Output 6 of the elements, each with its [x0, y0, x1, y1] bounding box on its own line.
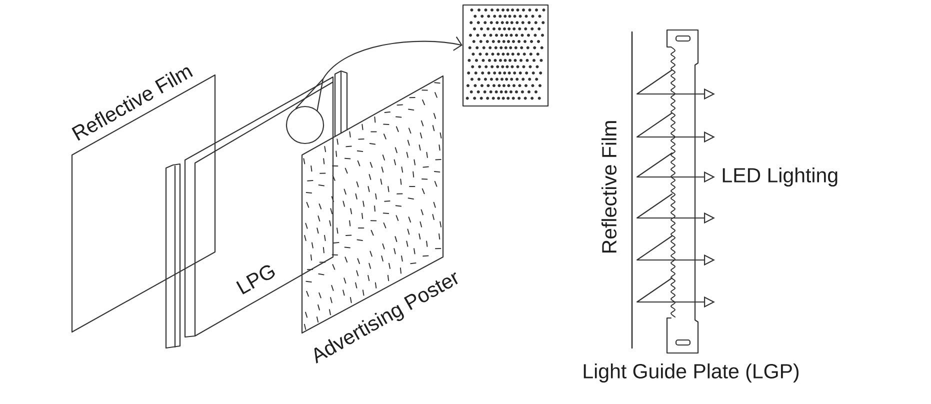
magnifier-circle — [286, 106, 324, 144]
dot-pattern-box — [462, 4, 549, 107]
part-label: LED Lighting — [722, 167, 838, 187]
part-label: Reflective Film — [601, 121, 617, 253]
part-label: Light Guide Plate (LGP) — [584, 363, 799, 383]
part-label: LPG — [236, 265, 275, 294]
